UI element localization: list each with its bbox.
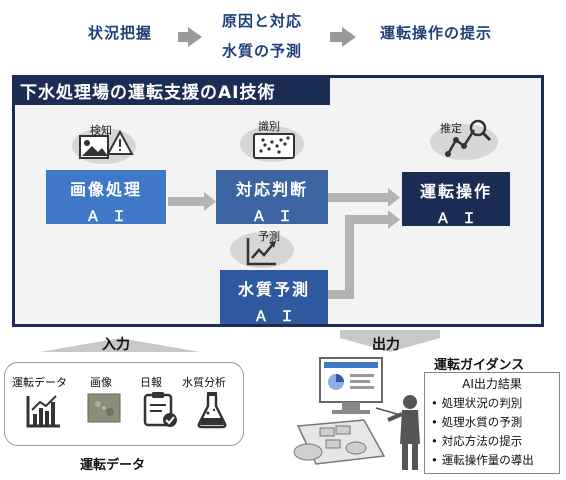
- flow-arrow-1: [188, 27, 202, 47]
- image-processing-ai-box: 画像処理 ＡＩ: [46, 170, 166, 225]
- photo-thumbnail-icon: [87, 393, 121, 423]
- flask-icon: [197, 392, 227, 429]
- result-item-quality: 処理水質の予測: [431, 414, 523, 430]
- result-item-status: 処理状況の判別: [431, 395, 523, 411]
- operation-ai-name: 運転操作: [419, 182, 492, 201]
- guidance-title: 運転ガイダンス: [434, 358, 525, 373]
- flow-arrow-2-body: [330, 32, 342, 42]
- bar-chart-icon: [26, 395, 60, 428]
- icon-label-estimate: 推定: [440, 122, 462, 135]
- icon-label-identify: 識別: [258, 120, 280, 133]
- judgment-ai-box: 対応判断 ＡＩ: [216, 170, 328, 225]
- result-item-method: 対応方法の提示: [431, 433, 523, 449]
- image-processing-ai-name: 画像処理: [69, 180, 142, 199]
- flow-step-situation: 状況把握: [88, 24, 153, 42]
- judgment-ai-label: ＡＩ: [252, 209, 304, 225]
- input-label: 入力: [102, 337, 130, 353]
- flow-step-cause: 原因と対応: [222, 12, 303, 30]
- output-label: 出力: [372, 337, 400, 353]
- icon-label-detect: 検知: [90, 124, 112, 137]
- input-caption: 運転データ: [80, 458, 146, 473]
- panel-title: 下水処理場の運転支援のAI技術: [12, 75, 330, 105]
- trend-chart-icon: [224, 226, 300, 276]
- input-item-water-analysis: 水質分析: [182, 376, 226, 389]
- judgment-ai-name: 対応判断: [235, 180, 308, 199]
- flow-step-operation: 運転操作の提示: [380, 24, 493, 42]
- flow-step-quality: 水質の予測: [222, 42, 303, 60]
- clipboard-check-icon: [143, 392, 177, 427]
- operation-ai-box: 運転操作 ＡＩ: [402, 172, 510, 227]
- flow-arrow-2: [342, 27, 356, 47]
- water-quality-ai-label: ＡＩ: [254, 309, 306, 325]
- flow-arrow-1-body: [178, 32, 188, 42]
- result-item-amount: 運転操作量の導出: [431, 452, 534, 468]
- image-warning-icon: [68, 120, 148, 172]
- input-item-daily-report: 日報: [140, 376, 162, 389]
- input-item-operation-data: 運転データ: [12, 376, 67, 389]
- input-item-image: 画像: [90, 376, 112, 389]
- operation-ai-label: ＡＩ: [436, 211, 488, 227]
- monitor-presenter-icon: [293, 357, 420, 470]
- ai-output-result-title: AI出力結果: [462, 377, 522, 391]
- water-quality-ai-name: 水質予測: [237, 280, 310, 299]
- scatter-plot-icon: [234, 118, 314, 170]
- chart-magnifier-icon: [422, 114, 502, 168]
- water-quality-ai-box: 水質予測 ＡＩ: [220, 270, 328, 325]
- image-processing-ai-label: ＡＩ: [86, 209, 138, 225]
- icon-label-predict: 予測: [258, 230, 280, 243]
- input-data-box: [4, 362, 244, 446]
- ai-output-result-box: AI出力結果 処理状況の判別 処理水質の予測 対応方法の提示 運転操作量の導出: [424, 372, 560, 474]
